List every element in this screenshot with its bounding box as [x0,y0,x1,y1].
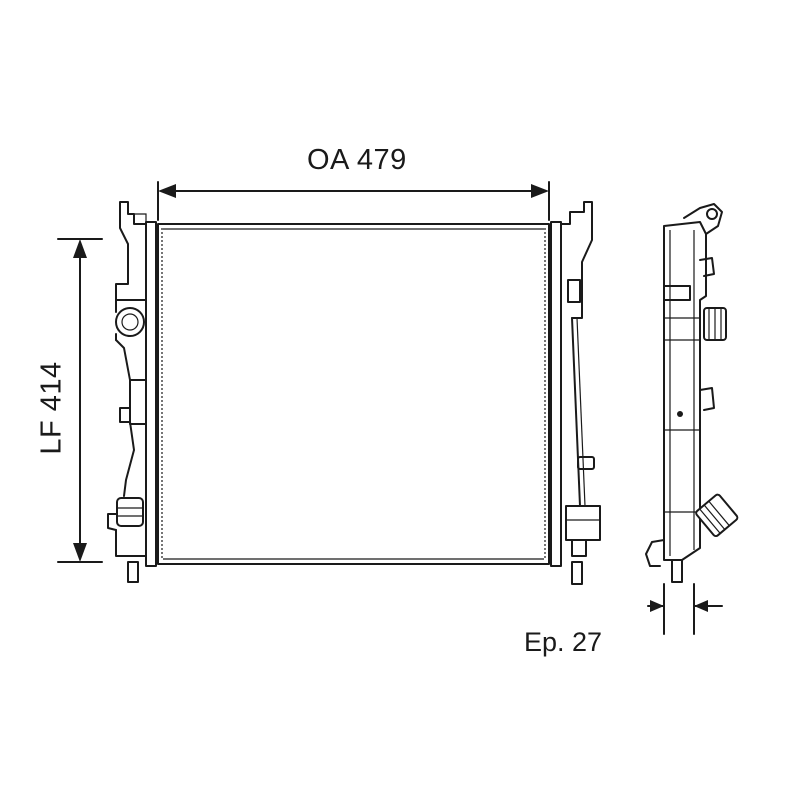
side-upper-bracket [663,285,691,301]
left-side-clip [129,379,147,425]
height-arrow-bottom [73,543,87,562]
right-lower-fitting [565,505,601,541]
right-top-bracket [560,201,593,319]
left-upper-pipe-bore [121,313,139,331]
side-lower-pipe-rib-1 [699,508,721,534]
side-tank-outline [663,221,707,561]
left-tank-body [145,221,157,567]
side-lower-pipe [695,493,739,538]
width-dimension-label: OA 479 [307,144,407,176]
core-outline [157,223,550,565]
right-side-rod [571,317,581,507]
side-mounting-pin [671,559,683,583]
height-dimension [57,238,103,563]
side-view [645,203,739,583]
right-tank [550,201,601,585]
right-side-boss [577,456,595,470]
left-mounting-pin [127,561,139,583]
height-dimension-label: LF 414 [35,361,68,455]
radiator-core [157,223,550,565]
right-upper-clip [567,279,581,303]
left-drain-plug [116,497,144,527]
left-upper-pipe [115,307,145,337]
side-top-hook-hole [706,208,718,220]
thickness-arrow-right [694,600,708,612]
right-tank-body [550,221,562,567]
thickness-dimension-label: Ep. 27 [524,627,603,657]
thickness-dimension [647,583,723,635]
left-top-bracket-lip [134,213,147,224]
left-top-bracket [115,201,147,301]
side-upper-clip [699,257,715,277]
right-lower-connector [571,539,587,557]
side-mid-clip [699,387,715,411]
left-bottom-bracket [115,529,147,557]
height-arrow-top [73,239,87,258]
width-dimension [157,181,550,221]
right-mounting-pin [571,561,583,585]
width-arrow-left [158,184,176,198]
side-lower-pipe-body [695,493,739,538]
left-side-profile [115,339,135,497]
right-side-rod-inner [576,317,586,507]
width-arrow-right [531,184,549,198]
side-bottom-hook [645,539,665,567]
left-drain-tab [107,513,118,531]
left-tank [107,201,157,583]
thickness-arrow-left [650,600,664,612]
side-rivet [677,411,683,417]
side-lower-pipe-rib-3 [708,500,730,527]
side-lower-pipe-rib-2 [703,504,726,530]
side-top-hook [683,203,723,235]
